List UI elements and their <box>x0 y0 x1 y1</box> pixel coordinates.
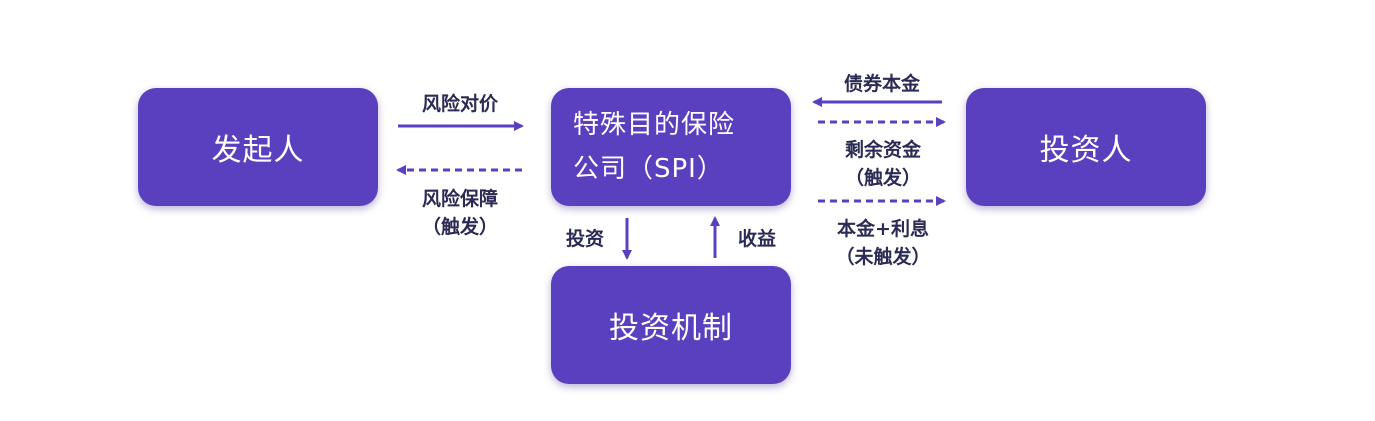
spi-box: 特殊目的保险 公司（SPI） <box>551 88 791 206</box>
investment-mechanism-box: 投资机制 <box>551 266 791 384</box>
principal-interest-label: 本金+利息 （未触发） <box>835 218 931 268</box>
risk-protection-label: 风险保障 （触发） <box>421 188 498 238</box>
investor-label: 投资人 <box>1039 133 1133 168</box>
bond-principal-label: 债券本金 <box>843 73 920 95</box>
invest-label: 投资 <box>565 228 604 250</box>
spi-label-line2: 公司（SPI） <box>573 154 724 184</box>
originator-label: 发起人 <box>211 133 305 168</box>
spi-label-line1: 特殊目的保险 <box>573 110 736 140</box>
remaining-funds-label: 剩余资金 （触发） <box>844 139 921 189</box>
originator-box: 发起人 <box>138 88 378 206</box>
investor-box: 投资人 <box>966 88 1206 206</box>
income-label: 收益 <box>737 228 776 250</box>
risk-price-label: 风险对价 <box>421 93 498 115</box>
investment-mechanism-label: 投资机制 <box>609 311 733 346</box>
